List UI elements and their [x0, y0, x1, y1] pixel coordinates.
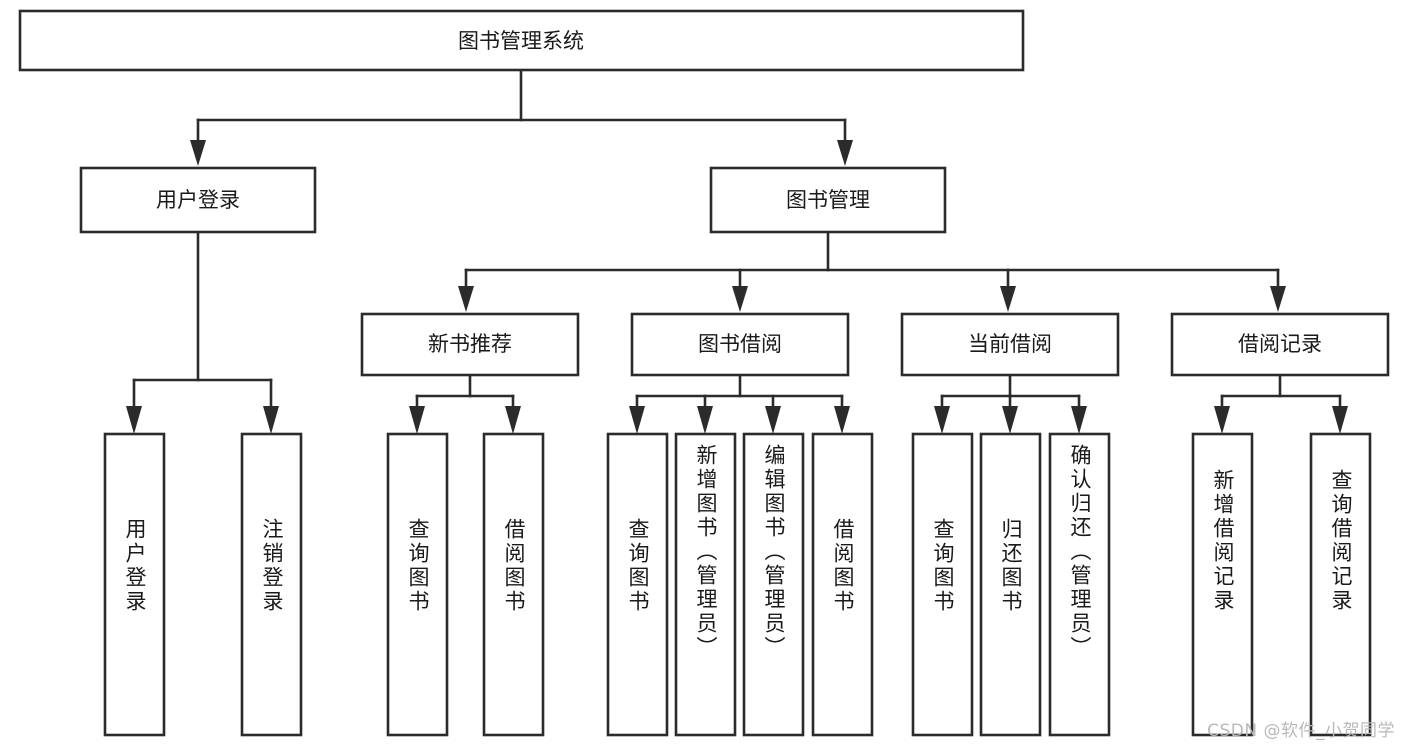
arrow-head-icon — [934, 406, 950, 434]
arrow-head-icon — [1332, 406, 1348, 434]
leaf-box-nb-query-book[interactable] — [386, 432, 449, 737]
connector-bookborrow-to-leaves — [629, 373, 850, 434]
leaf-box-br-add-record[interactable] — [1191, 432, 1254, 737]
arrow-head-icon — [1002, 406, 1018, 434]
node-user-login-label: 用户登录 — [156, 188, 240, 212]
leaf-box-bb-add-book[interactable] — [674, 432, 737, 737]
leaf-box-bb-edit-book[interactable] — [742, 432, 805, 737]
arrow-head-icon — [837, 140, 853, 166]
watermark-text: CSDN @软件_小贺同学 — [1207, 721, 1395, 741]
leaf-box-br-query-record[interactable] — [1309, 432, 1372, 737]
arrow-head-icon — [732, 286, 748, 312]
leaf-box-bb-borrow-book[interactable] — [811, 432, 874, 737]
node-book-management[interactable]: 图书管理 — [709, 166, 947, 234]
arrow-head-icon — [1214, 406, 1230, 434]
arrow-head-icon — [834, 406, 850, 434]
arrow-head-icon — [409, 406, 425, 434]
connector-root-to-level2 — [190, 68, 853, 166]
connector-userlogin-to-leaves — [126, 230, 279, 434]
node-user-login[interactable]: 用户登录 — [79, 166, 317, 234]
leaf-box-cb-return-book[interactable] — [979, 432, 1042, 737]
node-root-label: 图书管理系统 — [458, 29, 584, 53]
node-new-book-recommend[interactable]: 新书推荐 — [360, 312, 580, 377]
leaf-box-nb-borrow-book[interactable] — [482, 432, 545, 737]
node-borrow-record-label: 借阅记录 — [1238, 332, 1322, 356]
leaf-box-user-logout[interactable] — [240, 432, 303, 737]
connector-currentborrow-to-leaves — [934, 373, 1087, 434]
arrow-head-icon — [1071, 406, 1087, 434]
arrow-head-icon — [263, 406, 279, 434]
node-current-borrow[interactable]: 当前借阅 — [900, 312, 1120, 377]
arrow-head-icon — [1270, 286, 1286, 312]
arrow-head-icon — [505, 406, 521, 434]
leaf-box-cb-query-book[interactable] — [911, 432, 974, 737]
leaf-box-bb-query-book[interactable] — [606, 432, 669, 737]
leaf-box-cb-confirm-return[interactable] — [1048, 432, 1111, 737]
node-book-borrow[interactable]: 图书借阅 — [630, 312, 850, 377]
arrow-head-icon — [126, 406, 142, 434]
node-book-management-label: 图书管理 — [786, 188, 870, 212]
arrow-head-icon — [765, 406, 781, 434]
connector-bookmgmt-to-level3 — [458, 230, 1286, 312]
connector-borrowrecord-to-leaves — [1214, 373, 1348, 434]
arrow-head-icon — [458, 286, 474, 312]
node-root[interactable]: 图书管理系统 — [18, 9, 1025, 72]
arrow-head-icon — [1000, 286, 1016, 312]
node-book-borrow-label: 图书借阅 — [698, 332, 782, 356]
arrow-head-icon — [697, 406, 713, 434]
leaf-box-user-login[interactable] — [103, 432, 166, 737]
node-borrow-record[interactable]: 借阅记录 — [1170, 312, 1390, 377]
node-new-book-recommend-label: 新书推荐 — [428, 332, 512, 356]
node-current-borrow-label: 当前借阅 — [968, 332, 1052, 356]
arrow-head-icon — [629, 406, 645, 434]
connector-newbook-to-leaves — [409, 373, 521, 434]
arrow-head-icon — [190, 140, 206, 166]
